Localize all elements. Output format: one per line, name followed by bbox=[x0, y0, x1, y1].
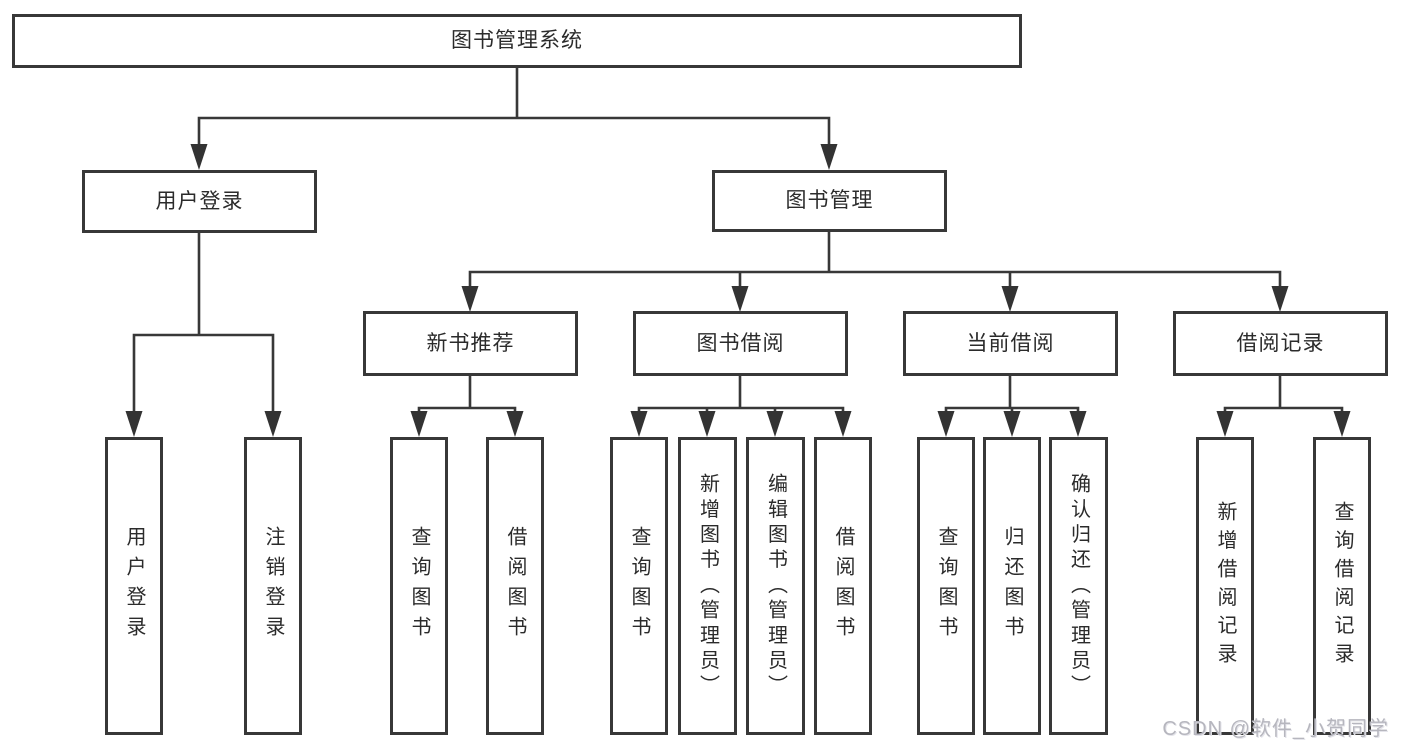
arrow-icon bbox=[125, 411, 143, 437]
arrow-icon bbox=[820, 144, 838, 170]
leaf-user-login: 用户登录 bbox=[105, 437, 163, 735]
arrow-icon bbox=[506, 411, 524, 437]
arrow-icon bbox=[461, 286, 479, 312]
leaf-edit-book-admin: 编辑图书（管理员） bbox=[746, 437, 805, 735]
node-root: 图书管理系统 bbox=[12, 14, 1022, 68]
node-current-borrow: 当前借阅 bbox=[903, 311, 1118, 376]
leaf-query-books-recommend: 查询图书 bbox=[390, 437, 448, 735]
leaf-borrow-books-borrow: 借阅图书 bbox=[814, 437, 872, 735]
arrow-icon bbox=[1333, 411, 1351, 437]
arrow-icon bbox=[1001, 286, 1019, 312]
watermark: CSDN @软件_小贺同学 bbox=[1162, 718, 1389, 740]
leaf-borrow-books-recommend: 借阅图书 bbox=[486, 437, 544, 735]
arrow-icon bbox=[834, 411, 852, 437]
arrow-icon bbox=[410, 411, 428, 437]
leaf-query-borrow-record: 查询借阅记录 bbox=[1313, 437, 1371, 735]
leaf-add-borrow-record: 新增借阅记录 bbox=[1196, 437, 1254, 735]
arrowheads bbox=[125, 144, 1351, 437]
leaf-query-books-current: 查询图书 bbox=[917, 437, 975, 735]
arrow-icon bbox=[264, 411, 282, 437]
leaf-confirm-return-admin: 确认归还（管理员） bbox=[1049, 437, 1108, 735]
arrow-icon bbox=[1003, 411, 1021, 437]
arrow-icon bbox=[1271, 286, 1289, 312]
node-user-login: 用户登录 bbox=[82, 170, 317, 233]
arrow-icon bbox=[731, 286, 749, 312]
node-new-book-recommend: 新书推荐 bbox=[363, 311, 578, 376]
arrow-icon bbox=[630, 411, 648, 437]
arrow-icon bbox=[1216, 411, 1234, 437]
arrow-icon bbox=[1069, 411, 1087, 437]
arrow-icon bbox=[766, 411, 784, 437]
node-borrow-records: 借阅记录 bbox=[1173, 311, 1388, 376]
node-book-management: 图书管理 bbox=[712, 170, 947, 232]
arrow-icon bbox=[190, 144, 208, 170]
arrow-icon bbox=[937, 411, 955, 437]
arrow-icon bbox=[698, 411, 716, 437]
node-book-borrow: 图书借阅 bbox=[633, 311, 848, 376]
leaf-query-books-borrow: 查询图书 bbox=[610, 437, 668, 735]
leaf-return-book: 归还图书 bbox=[983, 437, 1041, 735]
leaf-add-book-admin: 新增图书（管理员） bbox=[678, 437, 737, 735]
leaf-logout: 注销登录 bbox=[244, 437, 302, 735]
